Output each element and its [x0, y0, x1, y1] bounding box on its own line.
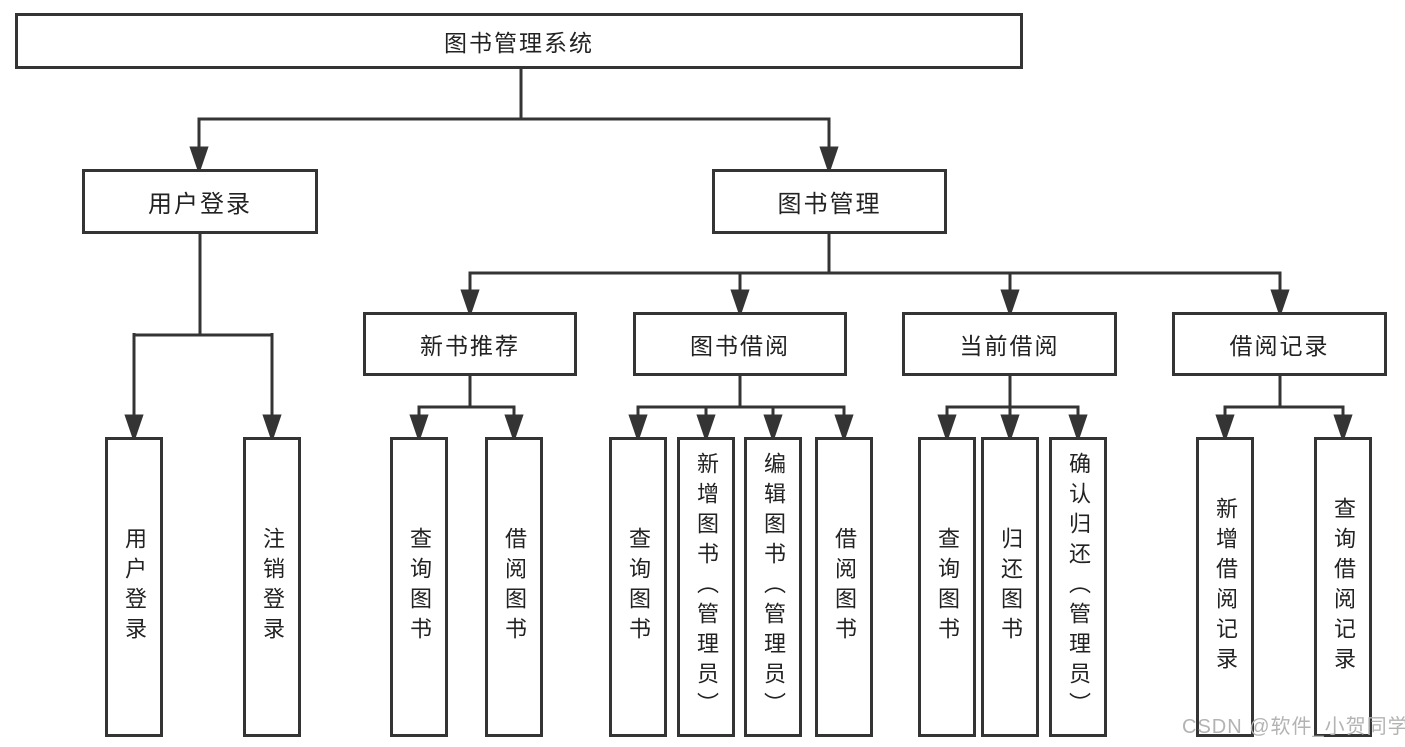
arrowhead — [1000, 414, 1020, 443]
arrowhead — [189, 146, 209, 175]
connector-root — [197, 69, 831, 150]
connector-book-management — [468, 234, 1282, 293]
arrowhead — [834, 414, 854, 443]
arrowhead — [819, 146, 839, 175]
arrowhead — [1000, 289, 1020, 318]
leaf-return-books: 归还图书 — [981, 437, 1039, 737]
leaf-user-login: 用户登录 — [105, 437, 163, 737]
arrowhead — [409, 414, 429, 443]
leaf-borrow-books: 借阅图书 — [815, 437, 873, 737]
leaf-label: 查询图书 — [626, 527, 651, 647]
connector-user-login — [132, 234, 274, 418]
arrowhead — [730, 289, 750, 318]
leaf-add-borrow-record: 新增借阅记录 — [1196, 437, 1254, 737]
arrowhead — [696, 414, 716, 443]
connector-borrow-records — [1223, 376, 1345, 418]
connector-book-borrow — [636, 376, 846, 418]
node-borrow-records: 借阅记录 — [1172, 312, 1387, 376]
leaf-label: 查询图书 — [407, 527, 432, 647]
leaf-label: 确认归还（管理员） — [1066, 452, 1091, 722]
node-label: 图书管理系统 — [444, 30, 594, 56]
leaf-label: 借阅图书 — [502, 527, 527, 647]
leaf-borrow-books-recommend: 借阅图书 — [485, 437, 543, 737]
node-book-borrow: 图书借阅 — [633, 312, 847, 376]
node-library-management-system: 图书管理系统 — [15, 13, 1023, 69]
node-label: 图书管理 — [777, 191, 882, 218]
arrowhead — [1333, 414, 1353, 443]
leaf-query-borrow-record: 查询借阅记录 — [1314, 437, 1372, 737]
arrowhead — [262, 414, 282, 443]
leaf-add-books-admin: 新增图书（管理员） — [677, 437, 735, 737]
leaf-edit-books-admin: 编辑图书（管理员） — [744, 437, 802, 737]
arrowhead — [460, 289, 480, 318]
leaf-label: 新增图书（管理员） — [694, 452, 719, 722]
node-current-borrow: 当前借阅 — [902, 312, 1117, 376]
arrowhead — [504, 414, 524, 443]
leaf-label: 查询图书 — [935, 527, 960, 647]
arrowhead — [628, 414, 648, 443]
node-label: 用户登录 — [148, 191, 252, 218]
leaf-label: 注销登录 — [260, 527, 285, 647]
leaf-query-books-current: 查询图书 — [918, 437, 976, 737]
arrowhead — [124, 414, 144, 443]
leaf-confirm-return-admin: 确认归还（管理员） — [1049, 437, 1107, 737]
node-label: 当前借阅 — [959, 333, 1060, 359]
leaf-label: 用户登录 — [122, 527, 147, 647]
leaf-query-books-recommend: 查询图书 — [390, 437, 448, 737]
leaf-label: 新增借阅记录 — [1213, 497, 1238, 677]
arrowhead — [763, 414, 783, 443]
arrowhead — [1270, 289, 1290, 318]
leaf-query-books-borrow: 查询图书 — [609, 437, 667, 737]
leaf-logout: 注销登录 — [243, 437, 301, 737]
arrowhead — [1215, 414, 1235, 443]
leaf-label: 借阅图书 — [832, 527, 857, 647]
node-book-management: 图书管理 — [712, 169, 947, 234]
node-new-book-recommend: 新书推荐 — [363, 312, 577, 376]
connector-new-book-recommend — [417, 376, 516, 418]
node-label: 新书推荐 — [420, 333, 520, 359]
csdn-watermark: CSDN @软件_小贺同学 — [1182, 716, 1405, 738]
node-user-login: 用户登录 — [82, 169, 318, 234]
leaf-label: 编辑图书（管理员） — [761, 452, 786, 722]
leaf-label: 归还图书 — [998, 527, 1023, 647]
leaf-label: 查询借阅记录 — [1331, 497, 1356, 677]
node-label: 图书借阅 — [690, 333, 790, 359]
arrowhead — [937, 414, 957, 443]
arrowhead — [1068, 414, 1088, 443]
connector-current-borrow — [945, 376, 1080, 418]
node-label: 借阅记录 — [1229, 333, 1330, 359]
